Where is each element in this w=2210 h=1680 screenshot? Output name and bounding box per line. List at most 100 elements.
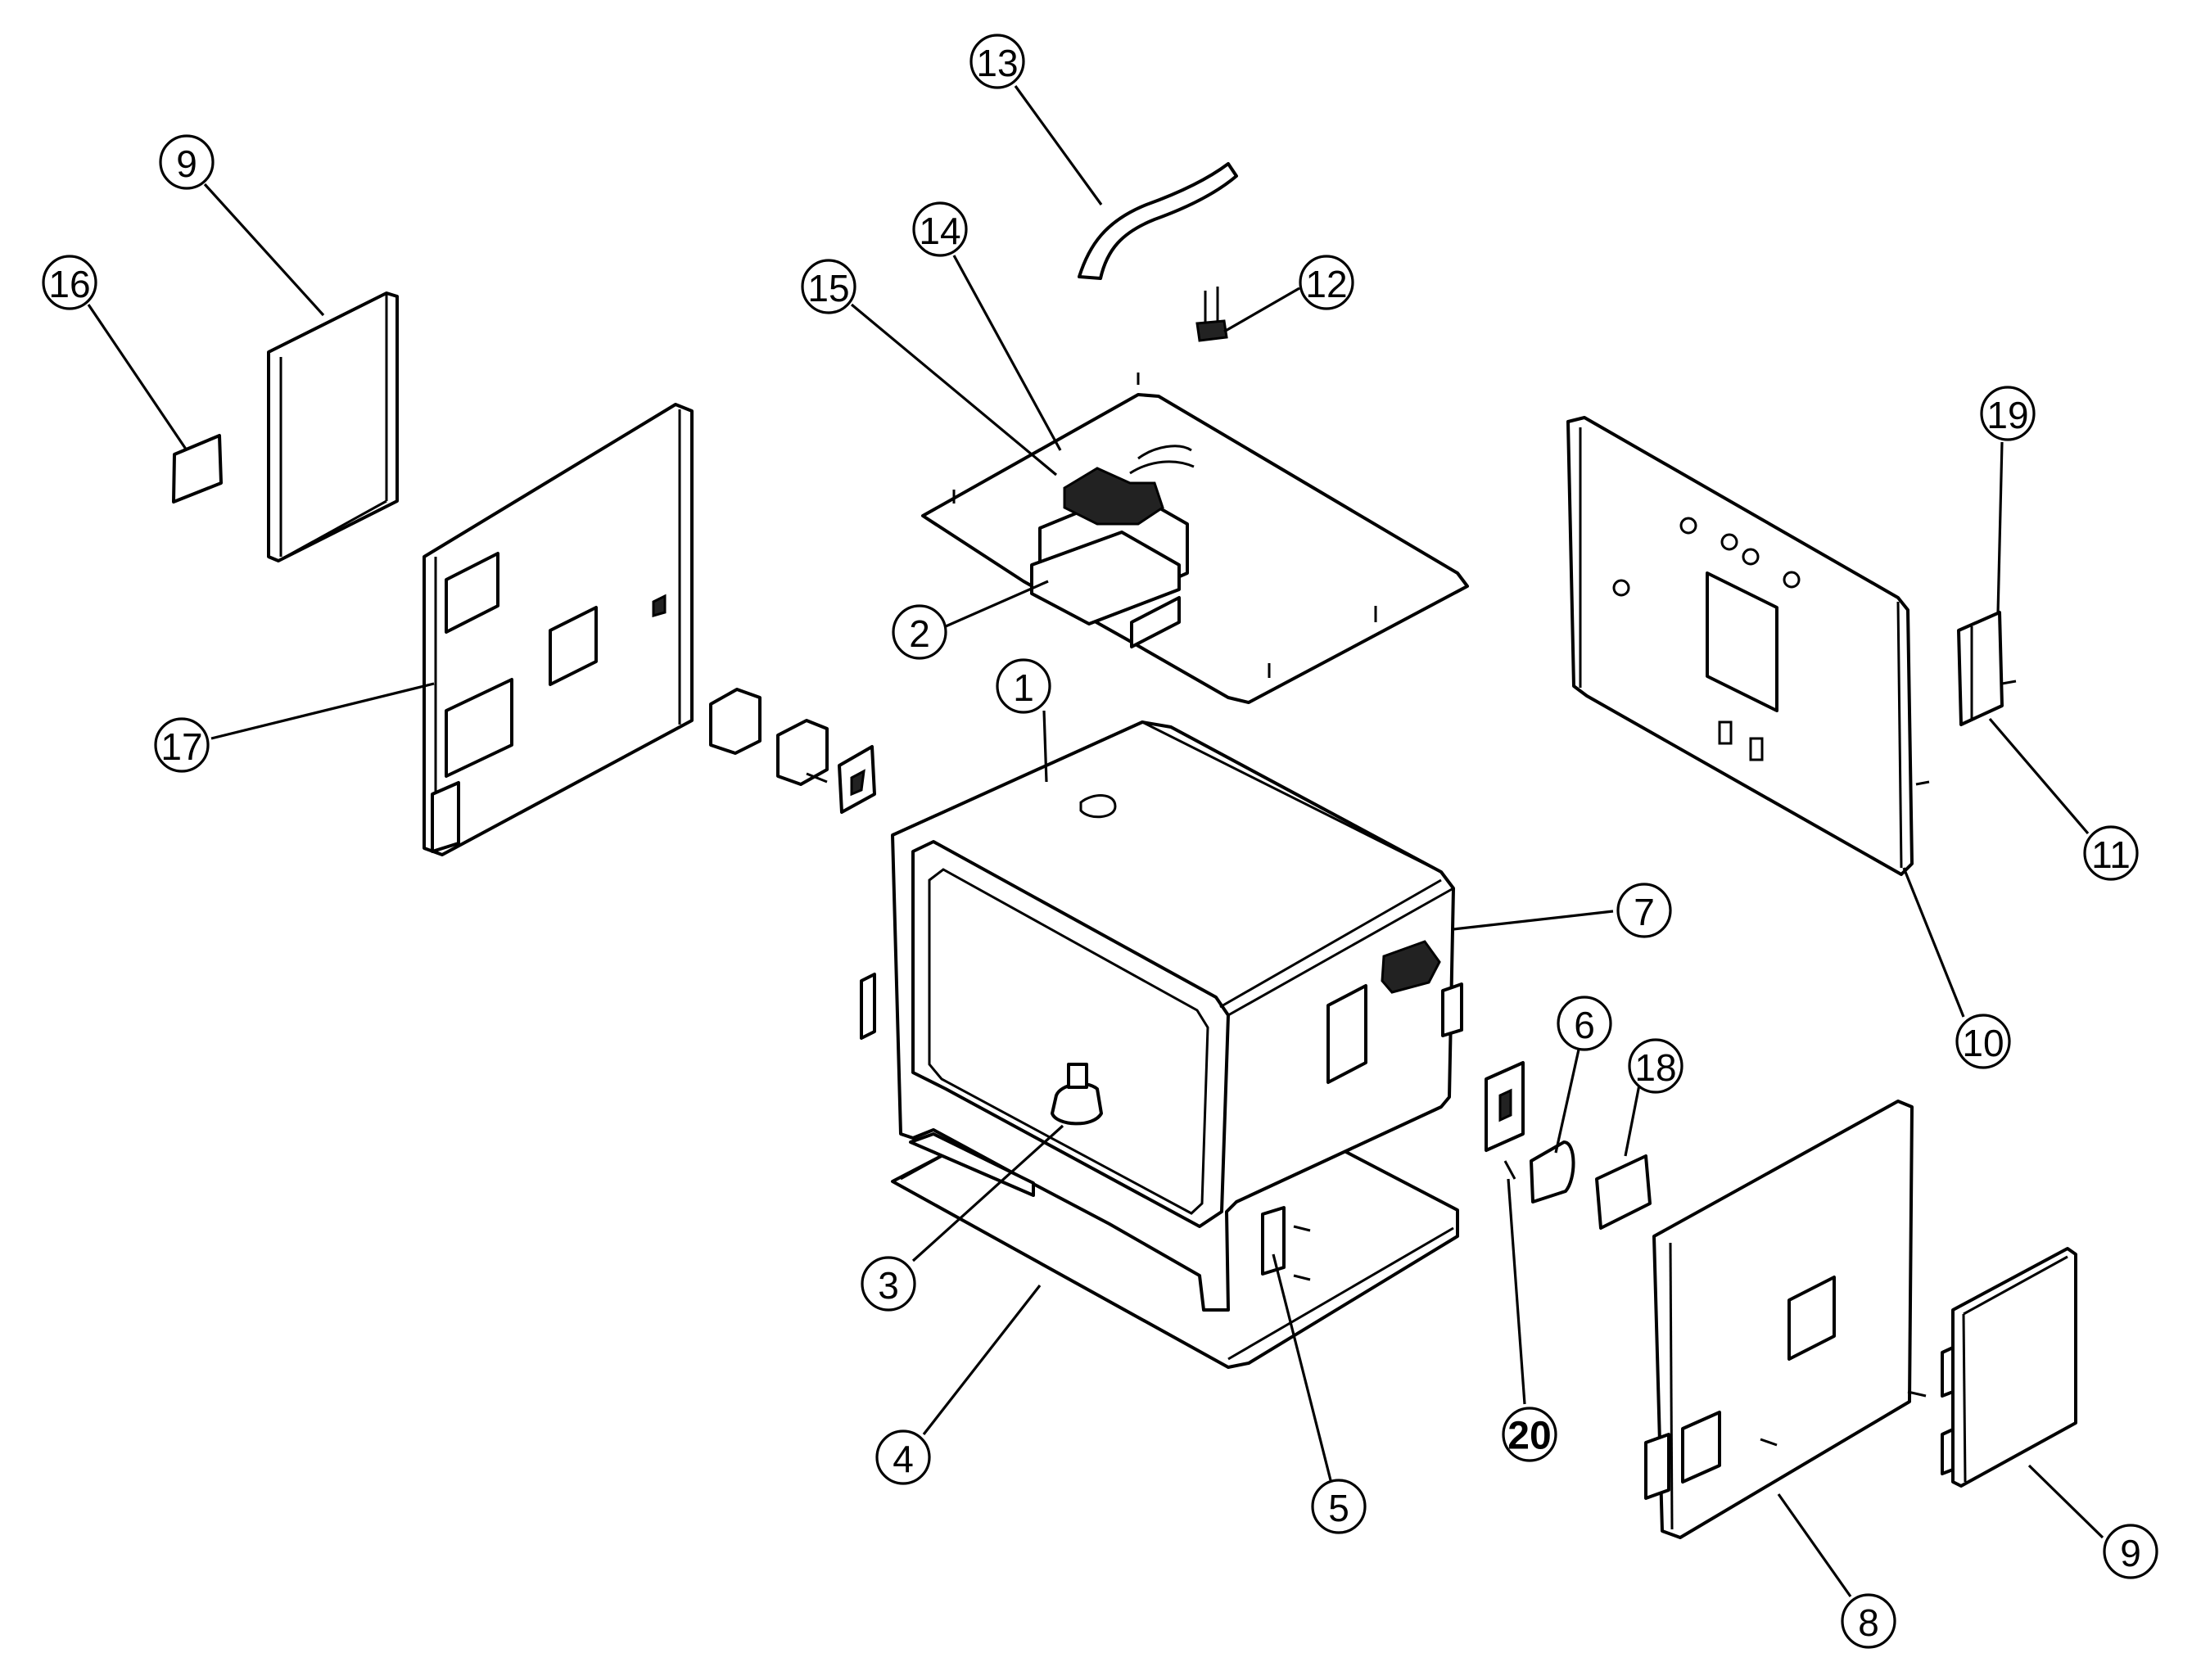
part-10-rear-panel bbox=[1566, 416, 1930, 876]
part-13-hose bbox=[1078, 162, 1238, 280]
callout-number: 15 bbox=[807, 267, 849, 309]
callout-9: 9 bbox=[2103, 1524, 2158, 1579]
part-17-left-panel bbox=[423, 403, 694, 856]
callout-number: 3 bbox=[878, 1264, 899, 1307]
callout-number: 1 bbox=[1013, 666, 1034, 709]
callout-circle bbox=[159, 134, 215, 190]
leader-line-7 bbox=[1453, 910, 1614, 931]
leader-line-1 bbox=[1042, 710, 1048, 783]
switch-assembly bbox=[709, 688, 876, 814]
callout-circle bbox=[2103, 1524, 2158, 1579]
callout-circle bbox=[1980, 386, 2036, 441]
callout-circle bbox=[1616, 883, 1672, 938]
part-9-shield-right bbox=[1941, 1247, 2077, 1488]
callout-3: 3 bbox=[861, 1256, 916, 1312]
callout-circle bbox=[861, 1256, 916, 1312]
callout-circle bbox=[1299, 255, 1354, 310]
callout-circle bbox=[1502, 1407, 1557, 1462]
callout-circle bbox=[801, 259, 856, 314]
callout-number: 16 bbox=[48, 263, 90, 305]
part-8-right-panel bbox=[1644, 1100, 1927, 1539]
leader-line-2 bbox=[945, 580, 1049, 628]
callout-number: 20 bbox=[1507, 1415, 1551, 1458]
callout-number: 19 bbox=[1986, 394, 2028, 436]
callout-11: 11 bbox=[2083, 825, 2139, 881]
callout-number: 9 bbox=[2120, 1532, 2141, 1574]
leader-line-10 bbox=[1902, 867, 1965, 1018]
callout-8: 8 bbox=[1841, 1593, 1896, 1649]
callout-5: 5 bbox=[1311, 1479, 1367, 1534]
leader-line-5 bbox=[1272, 1253, 1332, 1481]
callout-circle bbox=[1841, 1593, 1896, 1649]
leader-line-11 bbox=[1988, 717, 2090, 835]
callout-18: 18 bbox=[1628, 1038, 1683, 1094]
callout-circle bbox=[969, 34, 1025, 89]
leader-lines bbox=[87, 85, 2104, 1597]
callout-circle bbox=[892, 604, 947, 660]
leader-line-6 bbox=[1554, 1049, 1580, 1154]
callout-7: 7 bbox=[1616, 883, 1672, 938]
callout-number: 7 bbox=[1634, 891, 1655, 933]
leader-line-15 bbox=[850, 303, 1058, 476]
part-6-cover bbox=[1530, 1140, 1575, 1204]
callout-circle bbox=[912, 201, 968, 257]
part-9-shield-left bbox=[267, 291, 399, 562]
callout-number: 13 bbox=[976, 42, 1018, 84]
callout-9: 9 bbox=[159, 134, 215, 190]
part-18-block bbox=[1595, 1154, 1652, 1230]
leader-line-9 bbox=[2027, 1464, 2104, 1539]
callout-6: 6 bbox=[1557, 996, 1612, 1051]
leader-line-13 bbox=[1014, 85, 1103, 205]
callout-1: 1 bbox=[996, 658, 1051, 714]
callout-4: 4 bbox=[875, 1429, 931, 1485]
part-1-oven-cavity bbox=[860, 720, 1463, 1312]
callout-number: 18 bbox=[1634, 1046, 1676, 1089]
leader-line-18 bbox=[1624, 1084, 1641, 1157]
leader-line-8 bbox=[1777, 1493, 1852, 1597]
callout-number: 10 bbox=[1962, 1022, 2004, 1064]
callout-14: 14 bbox=[912, 201, 968, 257]
leader-line-17 bbox=[210, 682, 435, 740]
callout-number: 17 bbox=[160, 725, 202, 768]
callout-number: 12 bbox=[1305, 263, 1347, 305]
callout-circle bbox=[1557, 996, 1612, 1051]
callout-13: 13 bbox=[969, 34, 1025, 89]
callout-circle bbox=[1311, 1479, 1367, 1534]
leader-line-3 bbox=[911, 1124, 1064, 1262]
callout-20: 20 bbox=[1502, 1407, 1557, 1462]
callout-10: 10 bbox=[1955, 1014, 2011, 1069]
callout-circle bbox=[154, 717, 210, 773]
callout-number: 14 bbox=[919, 210, 960, 252]
part-19-bracket bbox=[1957, 611, 2017, 726]
callout-circle bbox=[875, 1429, 931, 1485]
top-panel-assembly bbox=[921, 373, 1469, 704]
part-12-screws bbox=[1195, 287, 1228, 342]
callout-15: 15 bbox=[801, 259, 856, 314]
callout-number: 11 bbox=[2091, 833, 2131, 876]
leader-line-20 bbox=[1507, 1178, 1526, 1405]
leader-line-16 bbox=[87, 304, 188, 451]
leader-line-14 bbox=[952, 255, 1062, 451]
callout-2: 2 bbox=[892, 604, 947, 660]
callout-circle bbox=[996, 658, 1051, 714]
leader-line-9 bbox=[203, 183, 325, 317]
callout-number: 8 bbox=[1858, 1601, 1879, 1644]
callout-12: 12 bbox=[1299, 255, 1354, 310]
callout-number: 6 bbox=[1574, 1004, 1595, 1046]
callout-circle bbox=[42, 255, 97, 310]
leader-line-19 bbox=[1996, 441, 2004, 615]
callout-circle bbox=[1955, 1014, 2011, 1069]
callout-19: 19 bbox=[1980, 386, 2036, 441]
callout-17: 17 bbox=[154, 717, 210, 773]
callout-number: 5 bbox=[1328, 1487, 1349, 1529]
callout-circle bbox=[2083, 825, 2139, 881]
callout-circle bbox=[1628, 1038, 1683, 1094]
part-16-plate bbox=[172, 434, 223, 504]
callout-number: 2 bbox=[909, 612, 930, 655]
callout-number: 4 bbox=[893, 1438, 914, 1480]
callout-16: 16 bbox=[42, 255, 97, 310]
part-20-gasket bbox=[1485, 1061, 1525, 1180]
leader-line-4 bbox=[922, 1285, 1042, 1435]
